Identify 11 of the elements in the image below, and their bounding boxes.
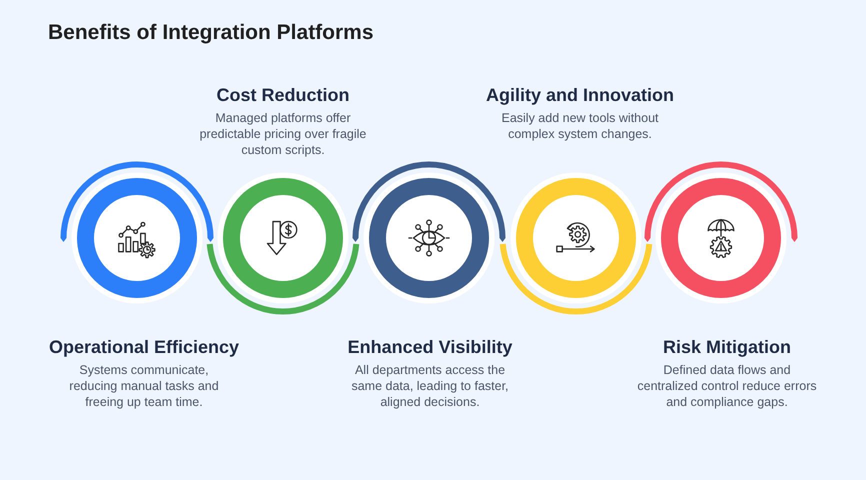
step-description: All departments access the same data, leading to faster, aligned decisions. bbox=[350, 362, 510, 410]
step-description: Easily add new tools without complex system changes. bbox=[500, 110, 660, 142]
step-heading: Cost Reduction bbox=[216, 84, 350, 106]
step-heading: Operational Efficiency bbox=[48, 336, 240, 358]
step-heading: Enhanced Visibility bbox=[348, 336, 512, 358]
step-description: Defined data flows and centralized control reduce errors and compliance gaps. bbox=[636, 362, 818, 410]
step-description: Managed platforms offer predictable pricing over fragile custom scripts. bbox=[198, 110, 368, 158]
diagram-title: Benefits of Integration Platforms bbox=[48, 21, 374, 45]
step-heading: Agility and Innovation bbox=[486, 84, 674, 106]
step-description: Systems communicate, reducing manual tasks and freeing up team time. bbox=[68, 362, 220, 410]
step-heading: Risk Mitigation bbox=[662, 336, 791, 358]
